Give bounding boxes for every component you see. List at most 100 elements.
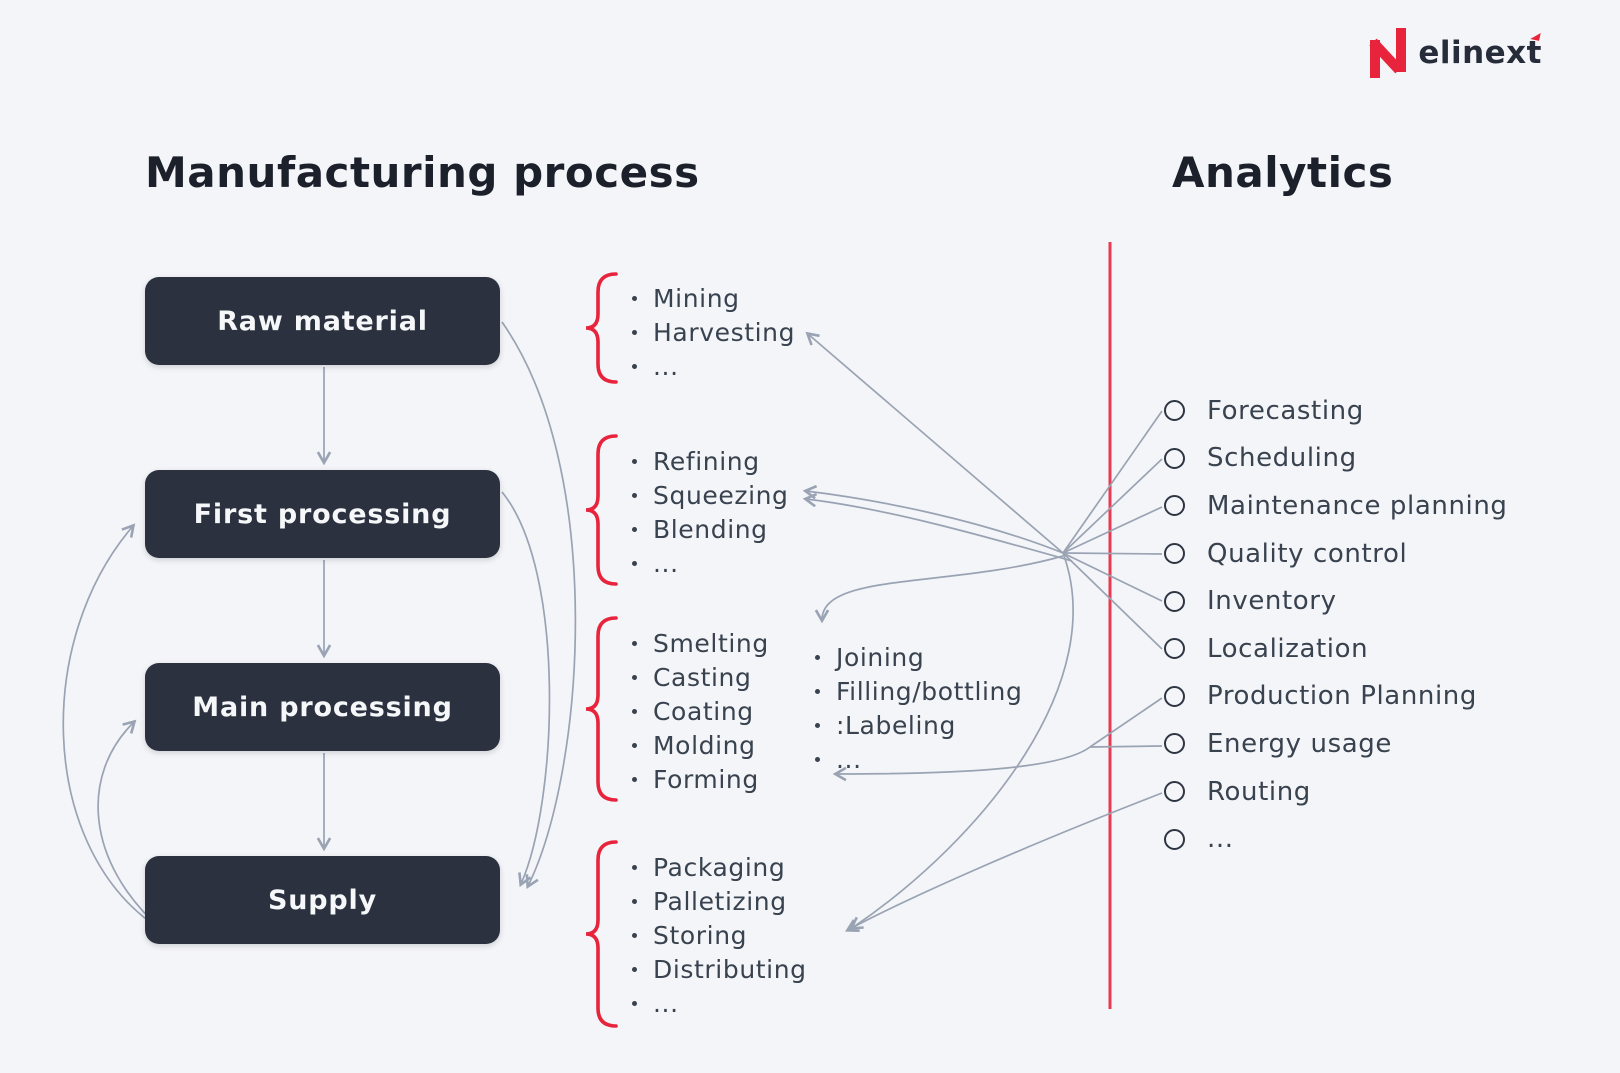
analytics-item: Energy usage bbox=[1150, 720, 1508, 768]
analytics-item: ... bbox=[1150, 815, 1508, 863]
circle-bullet-icon bbox=[1164, 543, 1185, 565]
dot-bullet-icon bbox=[632, 966, 637, 972]
dot-bullet-icon bbox=[815, 654, 820, 660]
analytics-item: Production Planning bbox=[1150, 673, 1508, 721]
dot-bullet-icon bbox=[632, 526, 637, 532]
dot-bullet-icon bbox=[632, 932, 637, 938]
dot-bullet-icon bbox=[632, 708, 637, 714]
item-label: Routing bbox=[1207, 776, 1311, 807]
brace-supply bbox=[585, 840, 618, 1028]
analytics-title: Analytics bbox=[1172, 148, 1394, 197]
brace-first-processing bbox=[585, 434, 618, 586]
process-box-main-processing: Main processing bbox=[145, 663, 500, 751]
item-label: ... bbox=[653, 988, 679, 1018]
item-label: ... bbox=[653, 351, 679, 381]
arrow-hub-to-harvesting bbox=[805, 331, 1064, 554]
arrow-hub2-to-labeling-list bbox=[832, 746, 1091, 782]
dot-bullet-icon bbox=[815, 756, 820, 762]
item-label: Production Planning bbox=[1207, 681, 1477, 712]
detail-item: ... bbox=[622, 986, 807, 1020]
logo: elinext bbox=[1368, 26, 1542, 80]
process-box-supply: Supply bbox=[145, 856, 500, 944]
item-label: Joining bbox=[836, 642, 925, 672]
dot-bullet-icon bbox=[632, 492, 637, 498]
circle-bullet-icon bbox=[1164, 828, 1185, 850]
item-label: Forming bbox=[653, 764, 759, 794]
item-label: :Labeling bbox=[836, 710, 956, 740]
wire-quality bbox=[1062, 552, 1163, 555]
item-label: Storing bbox=[653, 920, 748, 950]
detail-item: Palletizing bbox=[622, 884, 807, 918]
analytics-item: Maintenance planning bbox=[1150, 482, 1508, 530]
analytics-item: Localization bbox=[1150, 625, 1508, 673]
item-label: ... bbox=[836, 744, 862, 774]
dot-bullet-icon bbox=[632, 295, 637, 301]
arrow-hub-to-squeezing-2 bbox=[802, 492, 1073, 562]
detail-item: Molding bbox=[622, 728, 769, 762]
dot-bullet-icon bbox=[632, 458, 637, 464]
circle-bullet-icon bbox=[1164, 733, 1185, 755]
circle-bullet-icon bbox=[1164, 638, 1185, 660]
item-label: Blending bbox=[653, 514, 768, 544]
elinext-logo-icon bbox=[1369, 28, 1407, 78]
detail-item: Joining bbox=[805, 640, 1022, 674]
item-label: Scheduling bbox=[1207, 443, 1357, 474]
arrow-routing-to-storing bbox=[845, 792, 1163, 932]
item-label: ... bbox=[653, 548, 679, 578]
analytics-item: Inventory bbox=[1150, 577, 1508, 625]
detail-item: ... bbox=[622, 349, 795, 383]
brace-group bbox=[585, 272, 618, 1028]
detail-item: Filling/bottling bbox=[805, 674, 1022, 708]
item-label: Refining bbox=[653, 446, 760, 476]
item-label: Inventory bbox=[1207, 586, 1337, 617]
wire-inventory bbox=[1062, 552, 1163, 602]
item-label: Localization bbox=[1207, 633, 1369, 664]
process-box-raw-material: Raw material bbox=[145, 277, 500, 365]
wire-group bbox=[62, 321, 1163, 932]
item-label: Molding bbox=[653, 730, 756, 760]
wire-maintenance bbox=[1062, 506, 1163, 554]
analytics-item: Forecasting bbox=[1150, 387, 1508, 435]
circle-bullet-icon bbox=[1164, 495, 1185, 517]
detail-item: Forming bbox=[622, 762, 769, 796]
item-label: Distributing bbox=[653, 954, 807, 984]
brace-raw-material bbox=[585, 272, 618, 384]
item-label: Packaging bbox=[653, 852, 786, 882]
dot-bullet-icon bbox=[632, 776, 637, 782]
dot-bullet-icon bbox=[632, 1000, 637, 1006]
dot-bullet-icon bbox=[632, 742, 637, 748]
item-label: Smelting bbox=[653, 628, 769, 658]
dot-bullet-icon bbox=[632, 864, 637, 870]
dot-bullet-icon bbox=[632, 674, 637, 680]
item-label: Harvesting bbox=[653, 317, 796, 347]
detail-item: Refining bbox=[622, 444, 789, 478]
logo-flag-icon bbox=[1530, 31, 1541, 41]
item-label: Energy usage bbox=[1207, 728, 1392, 759]
detail-item: Mining bbox=[622, 281, 795, 315]
circle-bullet-icon bbox=[1164, 447, 1185, 469]
detail-item: Coating bbox=[622, 694, 769, 728]
curve-first-to-supply bbox=[501, 491, 551, 888]
manufacturing-process-title: Manufacturing process bbox=[145, 148, 700, 197]
arrow-hub-to-joining bbox=[814, 555, 1064, 624]
detail-item: ... bbox=[805, 742, 1022, 776]
item-label: Casting bbox=[653, 662, 752, 692]
dot-bullet-icon bbox=[632, 640, 637, 646]
dot-bullet-icon bbox=[632, 560, 637, 566]
brace-main-processing bbox=[585, 616, 618, 802]
wire-scheduling bbox=[1062, 458, 1163, 554]
detail-item: Smelting bbox=[622, 626, 769, 660]
item-label: ... bbox=[1207, 824, 1234, 855]
detail-item: Storing bbox=[622, 918, 807, 952]
analytics-item: Routing bbox=[1150, 768, 1508, 816]
item-label: Filling/bottling bbox=[836, 676, 1023, 706]
item-label: Mining bbox=[653, 283, 740, 313]
wire-energy-usage bbox=[1089, 745, 1163, 748]
